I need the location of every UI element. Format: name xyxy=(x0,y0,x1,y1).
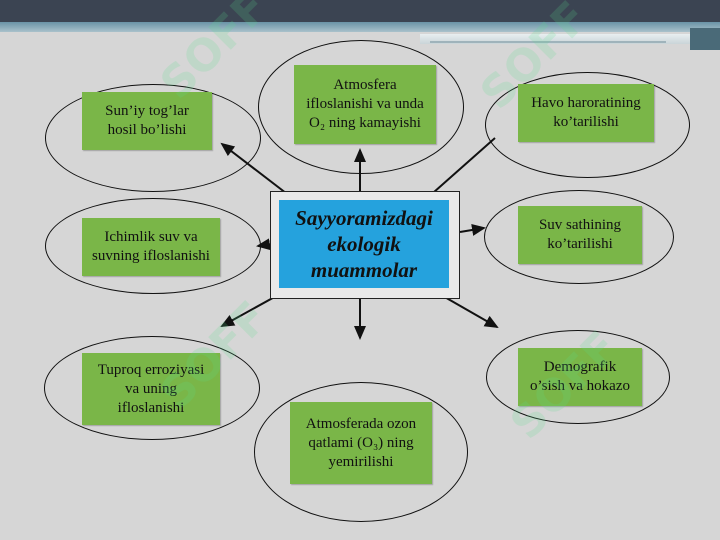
node-top-right: Havo haroratining ko’tarilishi xyxy=(518,84,654,142)
line-to-top-right xyxy=(424,137,496,201)
node-bottom-left: Tuproq erroziyasi va uning ifloslanishi xyxy=(82,353,220,425)
slide-header-bar xyxy=(0,0,720,22)
ellipse-top-left xyxy=(45,84,261,192)
node-bottom: Atmosferada ozon qatlami (O₃) ning yemir… xyxy=(290,402,432,484)
slide-header-accent xyxy=(420,34,720,44)
ellipse-left xyxy=(45,198,261,294)
node-left: Ichimlik suv va suvning ifloslanishi xyxy=(82,218,220,276)
center-title: Sayyoramizdagi ekologik muammolar xyxy=(279,200,449,288)
node-top: Atmosfera ifloslanishi va unda O₂ ning k… xyxy=(294,65,436,144)
ellipse-bottom xyxy=(254,382,468,522)
slide-header-accent-line xyxy=(430,41,666,43)
center-frame: Sayyoramizdagi ekologik muammolar xyxy=(270,191,460,299)
slide-corner-decoration xyxy=(690,28,720,50)
ellipse-bottom-left xyxy=(44,336,260,440)
node-top-left: Sun’iy tog’lar hosil bo’lishi xyxy=(82,92,212,150)
arrow-to-right xyxy=(459,224,486,236)
ellipse-top xyxy=(258,40,464,174)
node-bottom-right: Demografik o’sish va hokazo xyxy=(518,348,642,406)
ellipse-bottom-right xyxy=(486,330,670,424)
node-right: Suv sathining ko’tarilishi xyxy=(518,206,642,264)
ellipse-top-right xyxy=(485,72,690,178)
ellipse-right xyxy=(484,190,674,284)
slide-header-stripe xyxy=(0,22,720,32)
